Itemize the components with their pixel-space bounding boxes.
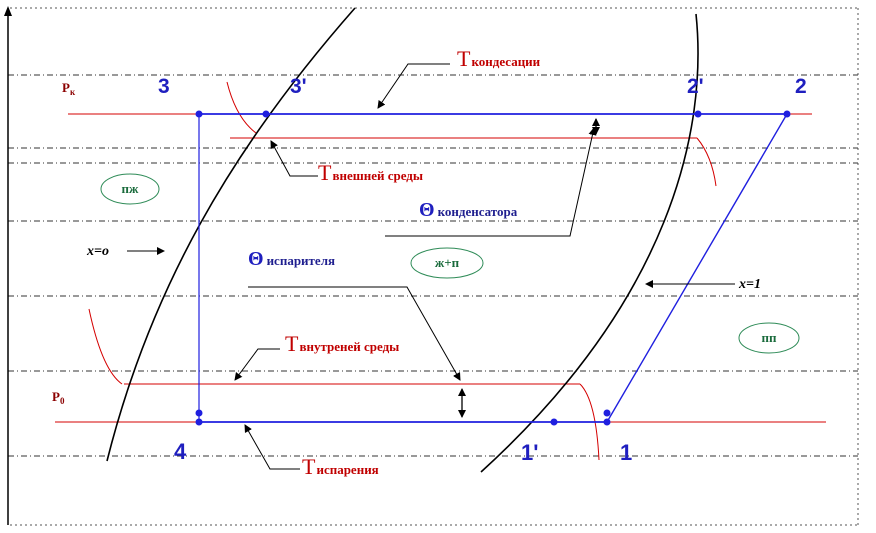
label-point-2: 2 bbox=[795, 75, 807, 98]
temperature-labels: Ткондесации Твнешней среды Твнутреней ср… bbox=[285, 46, 541, 479]
outer-medium-curve-left bbox=[226, 81, 257, 134]
label-point-3prime: 3' bbox=[290, 75, 307, 98]
vertical-axis bbox=[4, 6, 12, 525]
label-p0: P0 bbox=[52, 389, 65, 406]
saturation-labels: x=o x=1 bbox=[86, 244, 761, 292]
label-point-1: 1 bbox=[620, 440, 632, 465]
label-point-2prime: 2' bbox=[687, 75, 704, 98]
point-1 bbox=[603, 418, 611, 426]
pressure-labels: Pк P0 bbox=[52, 80, 76, 406]
leader-theta-evaporator bbox=[248, 286, 461, 381]
point-labels: 3 3' 2' 2 4 1' 1 bbox=[158, 75, 807, 465]
region-wet-oval bbox=[410, 247, 484, 279]
leader-lines bbox=[127, 63, 735, 470]
region-vapor-label: пп bbox=[762, 330, 777, 345]
point-2prime bbox=[694, 110, 702, 118]
outer-medium-curve-right bbox=[696, 137, 717, 187]
grid-lines bbox=[8, 74, 858, 457]
saturated-liquid-curve bbox=[106, 7, 356, 462]
cycle-points bbox=[195, 110, 791, 426]
label-t-evaporation: Тиспарения bbox=[302, 454, 379, 479]
label-t-condensation: Ткондесации bbox=[457, 46, 541, 71]
point-2 bbox=[783, 110, 791, 118]
label-point-3: 3 bbox=[158, 75, 170, 98]
point-4 bbox=[195, 418, 203, 426]
point-4a bbox=[195, 409, 203, 417]
point-1a bbox=[603, 409, 611, 417]
label-pk: Pк bbox=[62, 80, 76, 97]
leader-outer-medium bbox=[270, 140, 318, 177]
region-wet-label: ж+п bbox=[435, 255, 460, 270]
cycle bbox=[198, 113, 788, 423]
frame bbox=[10, 7, 859, 526]
label-x0: x=o bbox=[86, 244, 109, 259]
saturation-curves bbox=[106, 7, 699, 473]
leader-inner-medium bbox=[234, 348, 280, 381]
label-t-outer-medium: Твнешней среды bbox=[318, 160, 423, 185]
inner-medium-curve-left bbox=[88, 308, 123, 385]
compression-line bbox=[606, 113, 788, 423]
point-1prime bbox=[550, 418, 558, 426]
label-point-1prime: 1' bbox=[521, 440, 538, 465]
inner-medium-curve-right bbox=[579, 383, 600, 461]
region-badges: пж ж+п пп bbox=[100, 173, 800, 354]
point-3prime bbox=[262, 110, 270, 118]
label-point-4: 4 bbox=[174, 439, 187, 464]
label-x1: x=1 bbox=[738, 277, 761, 292]
region-liquid-label: пж bbox=[122, 181, 139, 196]
region-liquid-oval bbox=[100, 173, 160, 205]
label-t-inner-medium: Твнутреней среды bbox=[285, 331, 399, 356]
leader-evaporation bbox=[244, 424, 300, 470]
saturated-vapor-curve bbox=[480, 13, 699, 473]
point-3 bbox=[195, 110, 203, 118]
leader-condensation bbox=[377, 63, 450, 109]
region-vapor-oval bbox=[738, 322, 800, 354]
leader-theta-condenser bbox=[385, 127, 597, 237]
